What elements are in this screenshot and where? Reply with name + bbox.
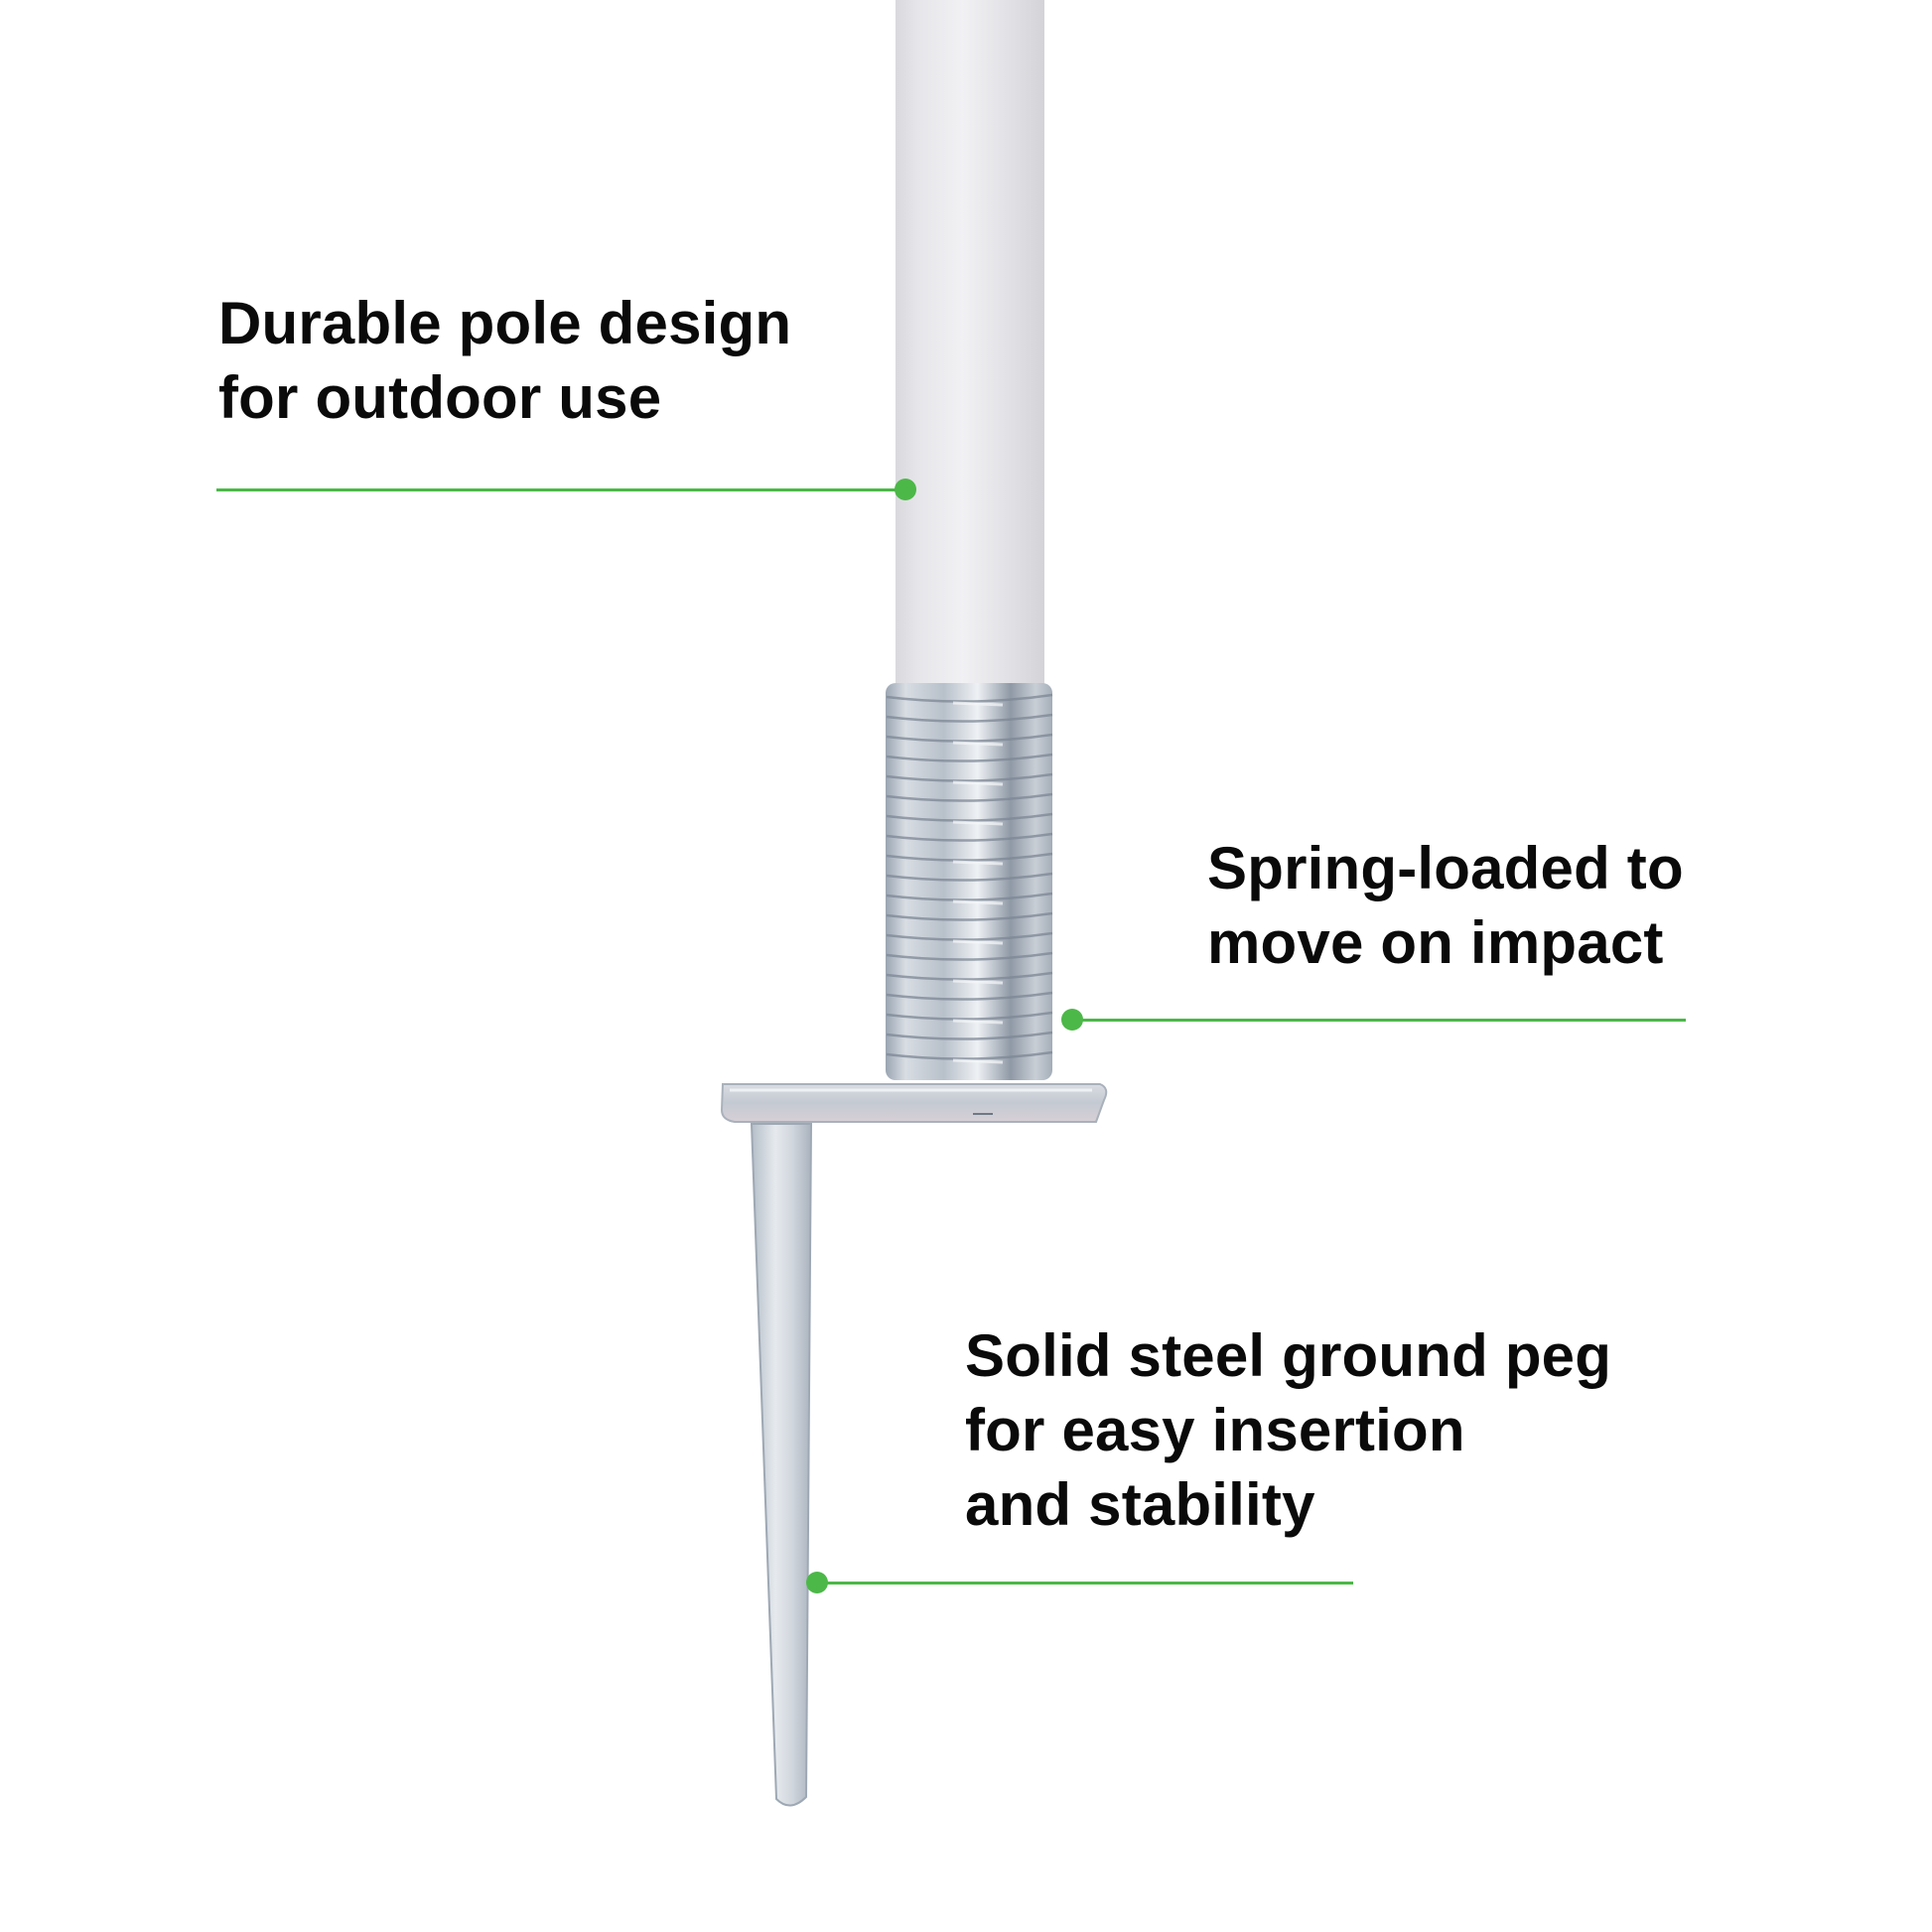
callout-spring-loaded-text: Spring-loaded to move on impact bbox=[1207, 831, 1684, 980]
callout-steel-peg-text: Solid steel ground peg for easy insertio… bbox=[965, 1318, 1611, 1542]
callout-durable-pole-leader-line bbox=[216, 488, 905, 491]
callout-line: Spring-loaded to bbox=[1207, 835, 1684, 901]
pole bbox=[896, 0, 1044, 695]
callout-durable-pole-text: Durable pole design for outdoor use bbox=[218, 286, 791, 435]
callout-line: Solid steel ground peg bbox=[965, 1322, 1612, 1389]
callout-spring-loaded-dot-icon bbox=[1061, 1009, 1083, 1031]
ground-peg bbox=[750, 1123, 813, 1807]
callout-steel-peg-leader-line bbox=[817, 1582, 1353, 1585]
base-plate bbox=[720, 1083, 1108, 1123]
callout-line: move on impact bbox=[1207, 909, 1664, 976]
callout-line: for outdoor use bbox=[218, 364, 662, 431]
callout-line: for easy insertion bbox=[965, 1397, 1465, 1463]
callout-line: and stability bbox=[965, 1471, 1315, 1538]
callout-steel-peg-dot-icon bbox=[806, 1572, 828, 1593]
callout-spring-loaded-leader-line bbox=[1072, 1019, 1686, 1022]
callout-line: Durable pole design bbox=[218, 290, 792, 356]
spring bbox=[886, 683, 1053, 1080]
callout-durable-pole-dot-icon bbox=[895, 479, 916, 500]
